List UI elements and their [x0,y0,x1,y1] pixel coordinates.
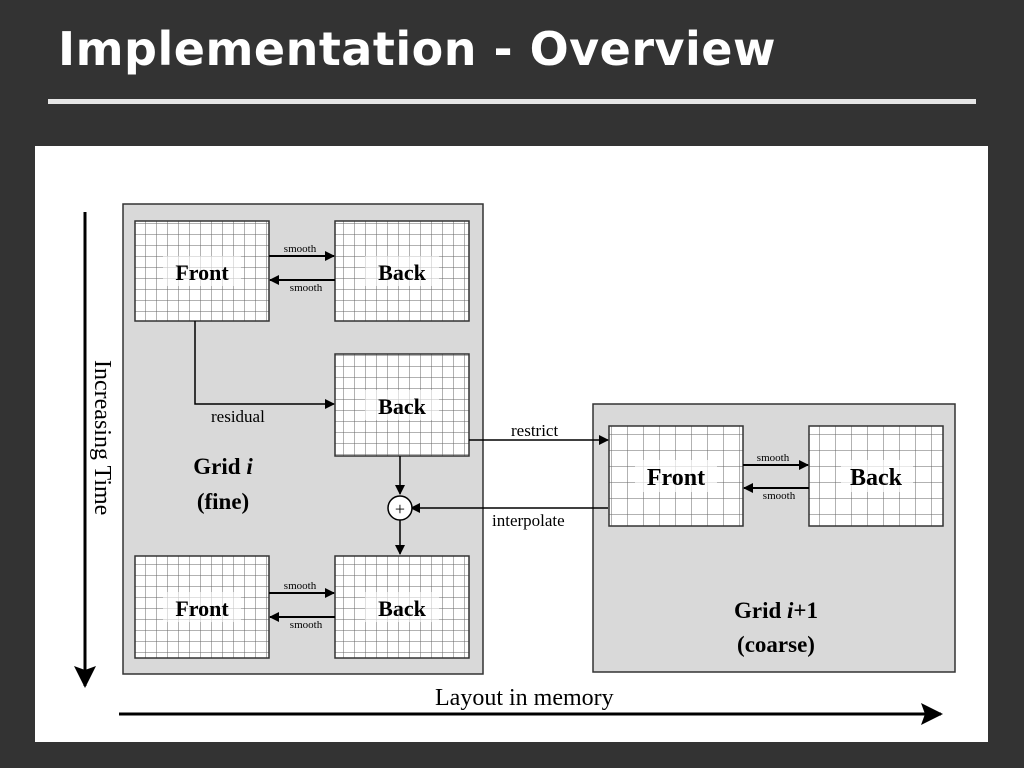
restrict-edge: restrict [469,421,609,445]
smooth-forward-edge-top: smooth [269,243,335,261]
grid-name: Grid [734,598,787,623]
buffer-label: Front [175,596,229,621]
coarse-back-buffer: Back [808,425,944,527]
buffer-label: Front [647,465,705,491]
svg-text:Grid i+1: Grid i+1 [734,598,818,623]
edge-label: interpolate [492,511,565,530]
edge-label: smooth [763,490,796,502]
fine-top-front-buffer: Front [134,220,270,322]
edge-label: smooth [284,580,317,592]
grid-index: i [246,454,253,479]
buffer-label: Back [378,260,426,285]
memory-axis: Layout in memory [119,685,943,725]
grid-index: i [787,598,794,623]
coarse-grid-label: Grid i+1 (coarse) [734,598,818,657]
grid-kind: (fine) [197,489,249,514]
svg-text:Grid i: Grid i [193,454,253,479]
smooth-forward-edge-bottom: smooth [269,580,335,598]
smooth-backward-edge-coarse: smooth [743,483,809,502]
fine-bottom-back-buffer: Back [334,555,470,659]
grid-name: Grid [193,454,246,479]
fine-bottom-front-buffer: Front [134,555,270,659]
title-divider [48,99,976,104]
buffer-label: Front [175,260,229,285]
fine-mid-back-buffer: Back [334,353,470,457]
fine-top-back-buffer: Back [334,220,470,322]
buffer-label: Back [378,596,426,621]
sum-symbol: + [395,499,405,519]
time-axis-label: Increasing Time [89,360,115,515]
buffer-label: Back [378,394,426,419]
edge-label: residual [211,407,265,426]
smooth-backward-edge-top: smooth [269,275,335,294]
sum-node: + [387,456,413,555]
multigrid-diagram: Front Back Back Front Back Front Back sm… [35,146,988,742]
coarse-front-buffer: Front [608,425,744,527]
diagram-canvas: Front Back Back Front Back Front Back sm… [74,203,956,725]
smooth-forward-edge-coarse: smooth [743,452,809,470]
grid-kind: (coarse) [737,632,815,657]
residual-edge: residual [194,321,335,426]
edge-label: smooth [284,243,317,255]
slide-title: Implementation - Overview [58,22,776,76]
time-axis: Increasing Time [74,212,115,688]
edge-label: smooth [290,282,323,294]
edge-label: smooth [757,452,790,464]
buffer-label: Back [850,465,903,491]
edge-label: smooth [290,619,323,631]
edge-label: restrict [511,421,558,440]
interpolate-edge: interpolate [410,503,608,530]
smooth-backward-edge-bottom: smooth [269,612,335,631]
grid-suffix: +1 [793,598,818,623]
fine-grid-label: Grid i (fine) [193,454,253,514]
memory-axis-label: Layout in memory [435,685,614,711]
